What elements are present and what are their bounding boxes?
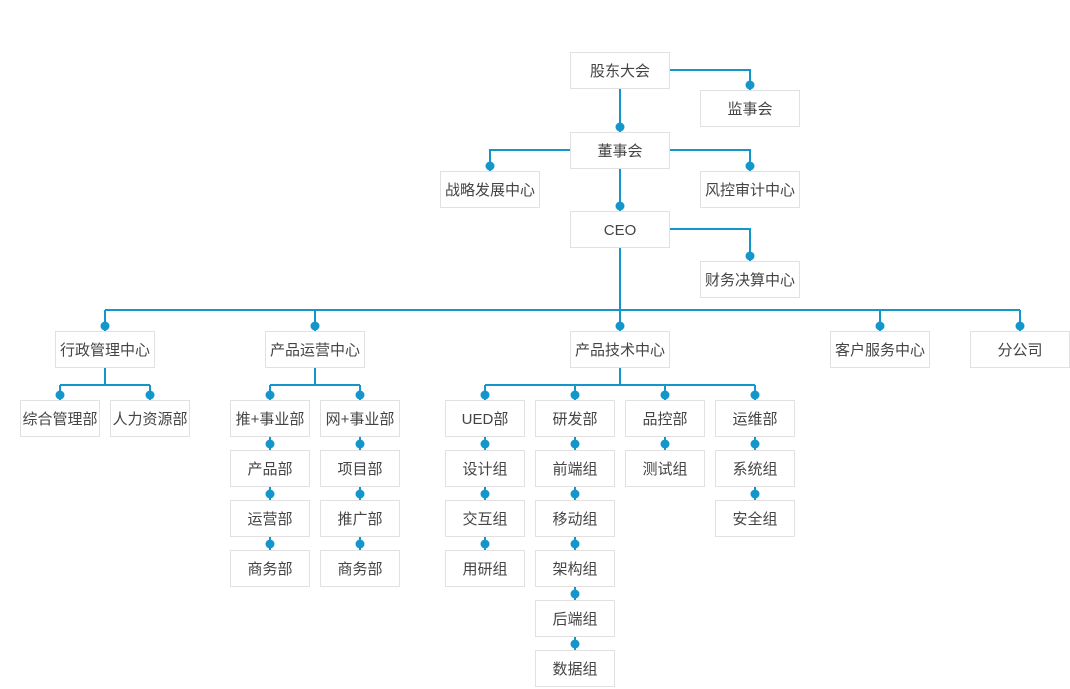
node-backend-group[interactable]: 后端组	[535, 600, 615, 637]
node-product-ops-center[interactable]: 产品运营中心	[265, 331, 365, 368]
node-system-group[interactable]: 系统组	[715, 450, 795, 487]
connector-edges-top	[489, 69, 751, 261]
node-business-dept-wang[interactable]: 商务部	[320, 550, 400, 587]
node-mobile-group[interactable]: 移动组	[535, 500, 615, 537]
connector-edges-trunk	[104, 248, 1021, 331]
node-branch-company[interactable]: 分公司	[970, 331, 1070, 368]
node-finance-center[interactable]: 财务决算中心	[700, 261, 800, 298]
node-supervisory-board[interactable]: 监事会	[700, 90, 800, 127]
connector-dots	[55, 80, 1025, 649]
node-project-dept[interactable]: 项目部	[320, 450, 400, 487]
node-tui-division[interactable]: 推+事业部	[230, 400, 310, 437]
node-design-group[interactable]: 设计组	[445, 450, 525, 487]
node-rd-dept[interactable]: 研发部	[535, 400, 615, 437]
node-business-dept-tui[interactable]: 商务部	[230, 550, 310, 587]
node-operations-dept[interactable]: 运营部	[230, 500, 310, 537]
node-ceo[interactable]: CEO	[570, 211, 670, 248]
node-board-of-directors[interactable]: 董事会	[570, 132, 670, 169]
node-shareholders-meeting[interactable]: 股东大会	[570, 52, 670, 89]
node-general-admin-dept[interactable]: 综合管理部	[20, 400, 100, 437]
node-data-group[interactable]: 数据组	[535, 650, 615, 687]
node-security-group[interactable]: 安全组	[715, 500, 795, 537]
node-ops-dept[interactable]: 运维部	[715, 400, 795, 437]
node-risk-audit-center[interactable]: 风控审计中心	[700, 171, 800, 208]
node-strategy-center[interactable]: 战略发展中心	[440, 171, 540, 208]
node-customer-service-center[interactable]: 客户服务中心	[830, 331, 930, 368]
node-architecture-group[interactable]: 架构组	[535, 550, 615, 587]
node-wang-division[interactable]: 网+事业部	[320, 400, 400, 437]
node-qc-dept[interactable]: 品控部	[625, 400, 705, 437]
node-product-tech-center[interactable]: 产品技术中心	[570, 331, 670, 368]
connector-edges-branches	[59, 368, 756, 400]
node-frontend-group[interactable]: 前端组	[535, 450, 615, 487]
node-promotion-dept[interactable]: 推广部	[320, 500, 400, 537]
node-interaction-group[interactable]: 交互组	[445, 500, 525, 537]
node-ued-dept[interactable]: UED部	[445, 400, 525, 437]
node-user-research-group[interactable]: 用研组	[445, 550, 525, 587]
node-hr-dept[interactable]: 人力资源部	[110, 400, 190, 437]
node-testing-group[interactable]: 测试组	[625, 450, 705, 487]
node-admin-center[interactable]: 行政管理中心	[55, 331, 155, 368]
node-product-dept[interactable]: 产品部	[230, 450, 310, 487]
